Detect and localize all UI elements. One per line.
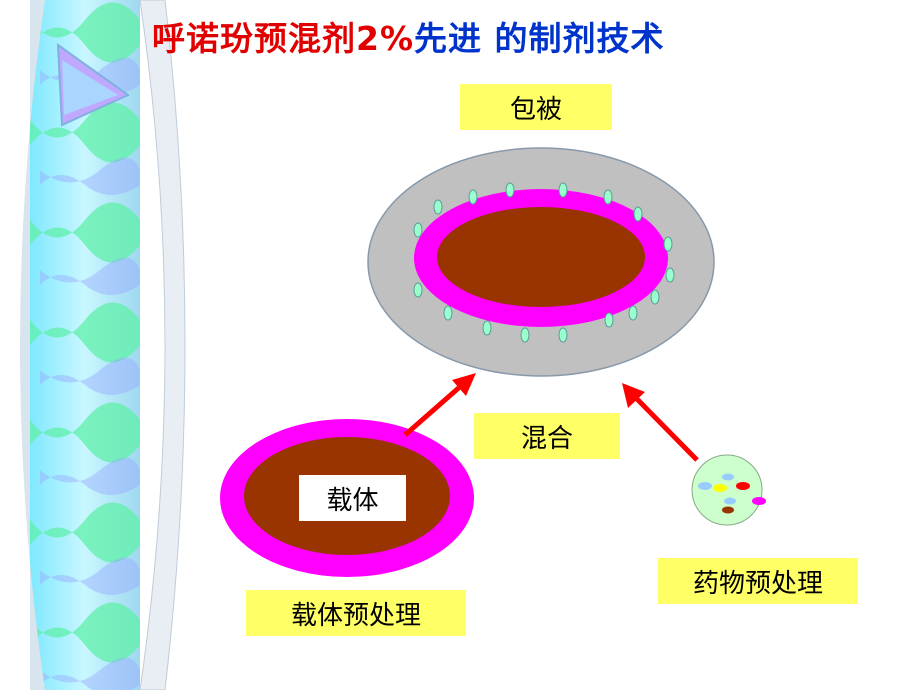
- label-mixing: 混合: [474, 413, 620, 459]
- coated-granule: [367, 147, 715, 377]
- title-technology: 先进 的制剂技术: [414, 19, 665, 58]
- title-product: 呼诺玢预混剂2%: [152, 19, 415, 58]
- drug-particle-cluster: [691, 454, 766, 526]
- label-drug-pretreatment: 药物预处理: [658, 558, 858, 604]
- label-carrier-pretreatment: 载体预处理: [246, 590, 466, 636]
- strip-left-edge: [20, 0, 45, 690]
- page-title: 呼诺玢预混剂2%先进 的制剂技术: [152, 12, 665, 60]
- strip-right-lens: [139, 0, 186, 690]
- label-coating: 包被: [460, 84, 612, 130]
- play-triangle-icon: [56, 42, 130, 127]
- arrow-drug-to-mix: [622, 383, 699, 462]
- arrow-carrier-to-mix: [403, 373, 476, 437]
- label-carrier: 载体: [299, 475, 406, 521]
- drug-particles-on-granule: [413, 182, 675, 343]
